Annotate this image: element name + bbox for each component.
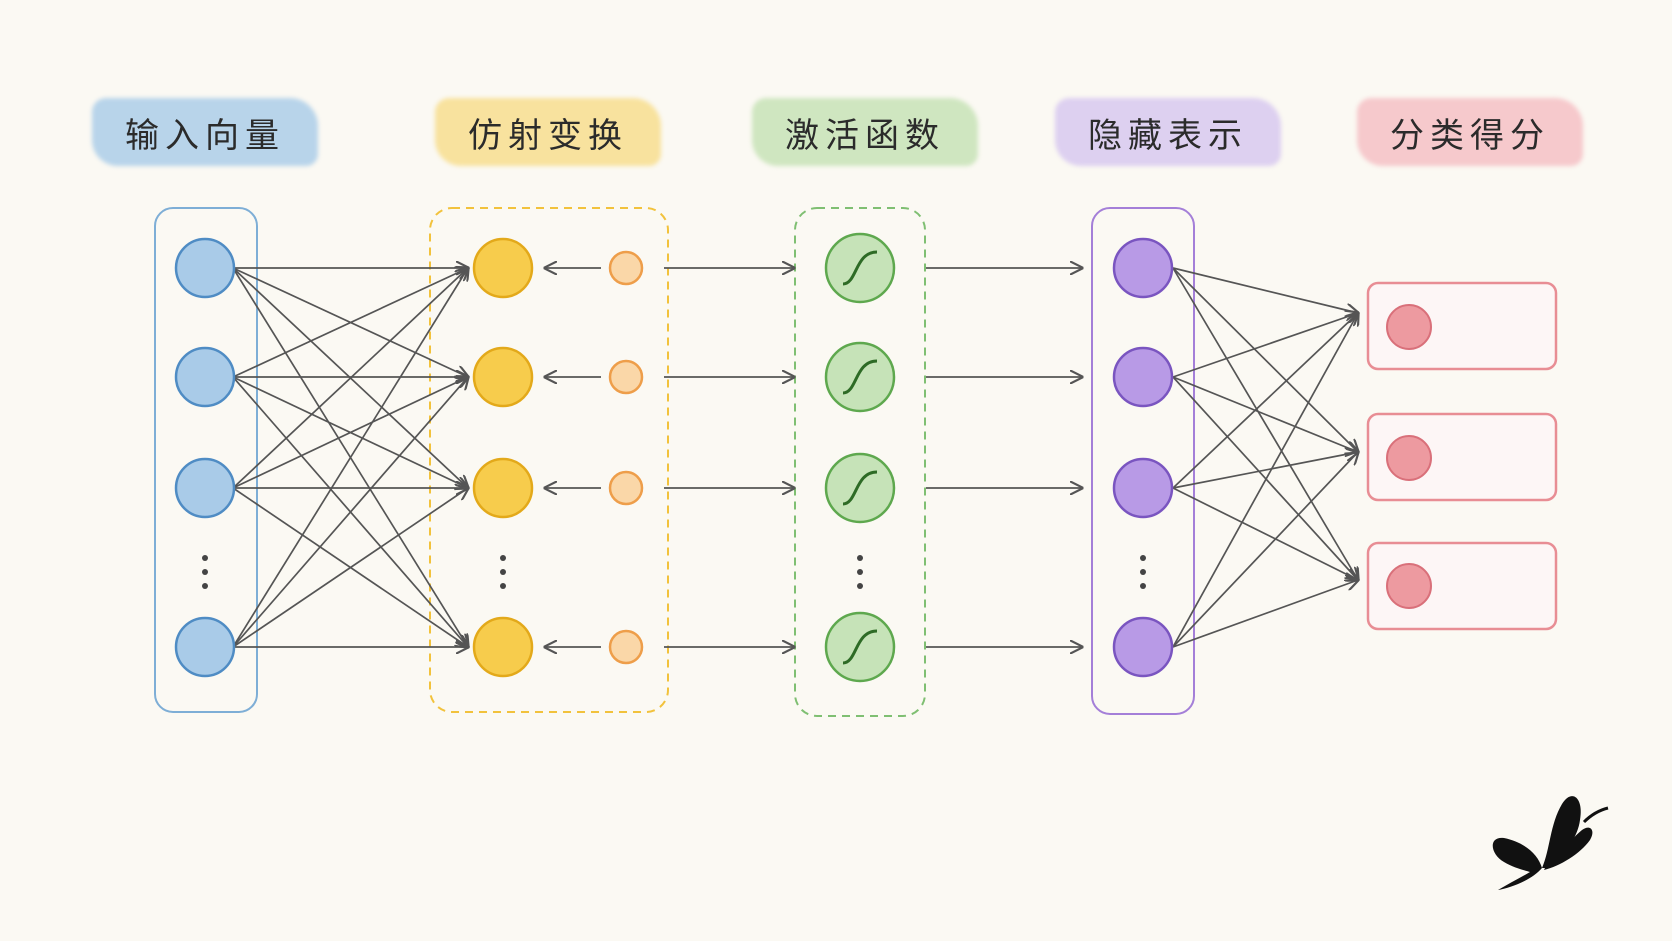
input-node xyxy=(174,616,236,678)
hidden-to-output-arrow xyxy=(1172,267,1358,452)
hidden-to-output-arrow xyxy=(1172,313,1358,378)
affine-node xyxy=(472,616,534,678)
output-node xyxy=(1386,304,1432,350)
hidden-to-output-arrow xyxy=(1172,580,1358,648)
butterfly-logo-icon xyxy=(1492,796,1609,890)
input-to-affine-arrow xyxy=(232,268,468,378)
affine-layer-box xyxy=(429,207,669,713)
activation-node xyxy=(824,611,896,683)
vertical-dots-icon xyxy=(202,555,208,589)
input-to-affine-arrow xyxy=(232,488,468,648)
input-to-affine-arrow xyxy=(232,268,468,489)
input-vector-label: 输入向量 xyxy=(92,92,318,172)
sigmoid-curve-icon xyxy=(842,470,878,506)
hidden-representation-label: 隐藏表示 xyxy=(1055,92,1281,172)
hidden-to-output-arrow xyxy=(1172,487,1358,580)
hidden-node xyxy=(1112,457,1174,519)
input-layer-box xyxy=(154,207,258,713)
vertical-dots-icon xyxy=(500,555,506,589)
hidden-to-output-arrow xyxy=(1172,376,1358,452)
input-node xyxy=(174,237,236,299)
input-node xyxy=(174,457,236,519)
bias-node xyxy=(608,359,644,395)
hidden-to-output-arrow xyxy=(1172,452,1358,489)
activation-node xyxy=(824,341,896,413)
affine-node xyxy=(472,237,534,299)
hidden-node xyxy=(1112,616,1174,678)
output-node xyxy=(1386,563,1432,609)
hidden-layer-box xyxy=(1091,207,1195,715)
hidden-to-output-arrow xyxy=(1172,452,1358,648)
hidden-to-output-arrow xyxy=(1172,313,1358,489)
class-scores-label: 分类得分 xyxy=(1357,92,1583,172)
hidden-to-output-arrow xyxy=(1172,267,1358,313)
bias-node xyxy=(608,250,644,286)
activation-layer-box xyxy=(794,207,926,717)
sigmoid-curve-icon xyxy=(842,359,878,395)
hidden-node xyxy=(1112,237,1174,299)
bias-node xyxy=(608,629,644,665)
vertical-dots-icon xyxy=(1140,555,1146,589)
affine-node xyxy=(472,457,534,519)
vertical-dots-icon xyxy=(857,555,863,589)
bias-node xyxy=(608,470,644,506)
hidden-to-output-arrow xyxy=(1172,313,1358,648)
activation-function-label: 激活函数 xyxy=(752,92,978,172)
output-node xyxy=(1386,435,1432,481)
sigmoid-curve-icon xyxy=(842,629,878,665)
input-to-affine-arrow xyxy=(232,377,468,489)
hidden-to-output-arrow xyxy=(1172,267,1358,580)
affine-transform-label: 仿射变换 xyxy=(435,92,661,172)
input-to-affine-arrow xyxy=(232,377,468,648)
activation-node xyxy=(824,452,896,524)
activation-node xyxy=(824,232,896,304)
connections xyxy=(232,267,1358,648)
affine-node xyxy=(472,346,534,408)
sigmoid-curve-icon xyxy=(842,250,878,286)
nodes xyxy=(174,232,1174,683)
hidden-node xyxy=(1112,346,1174,408)
input-to-affine-arrow xyxy=(232,268,468,648)
input-node xyxy=(174,346,236,408)
